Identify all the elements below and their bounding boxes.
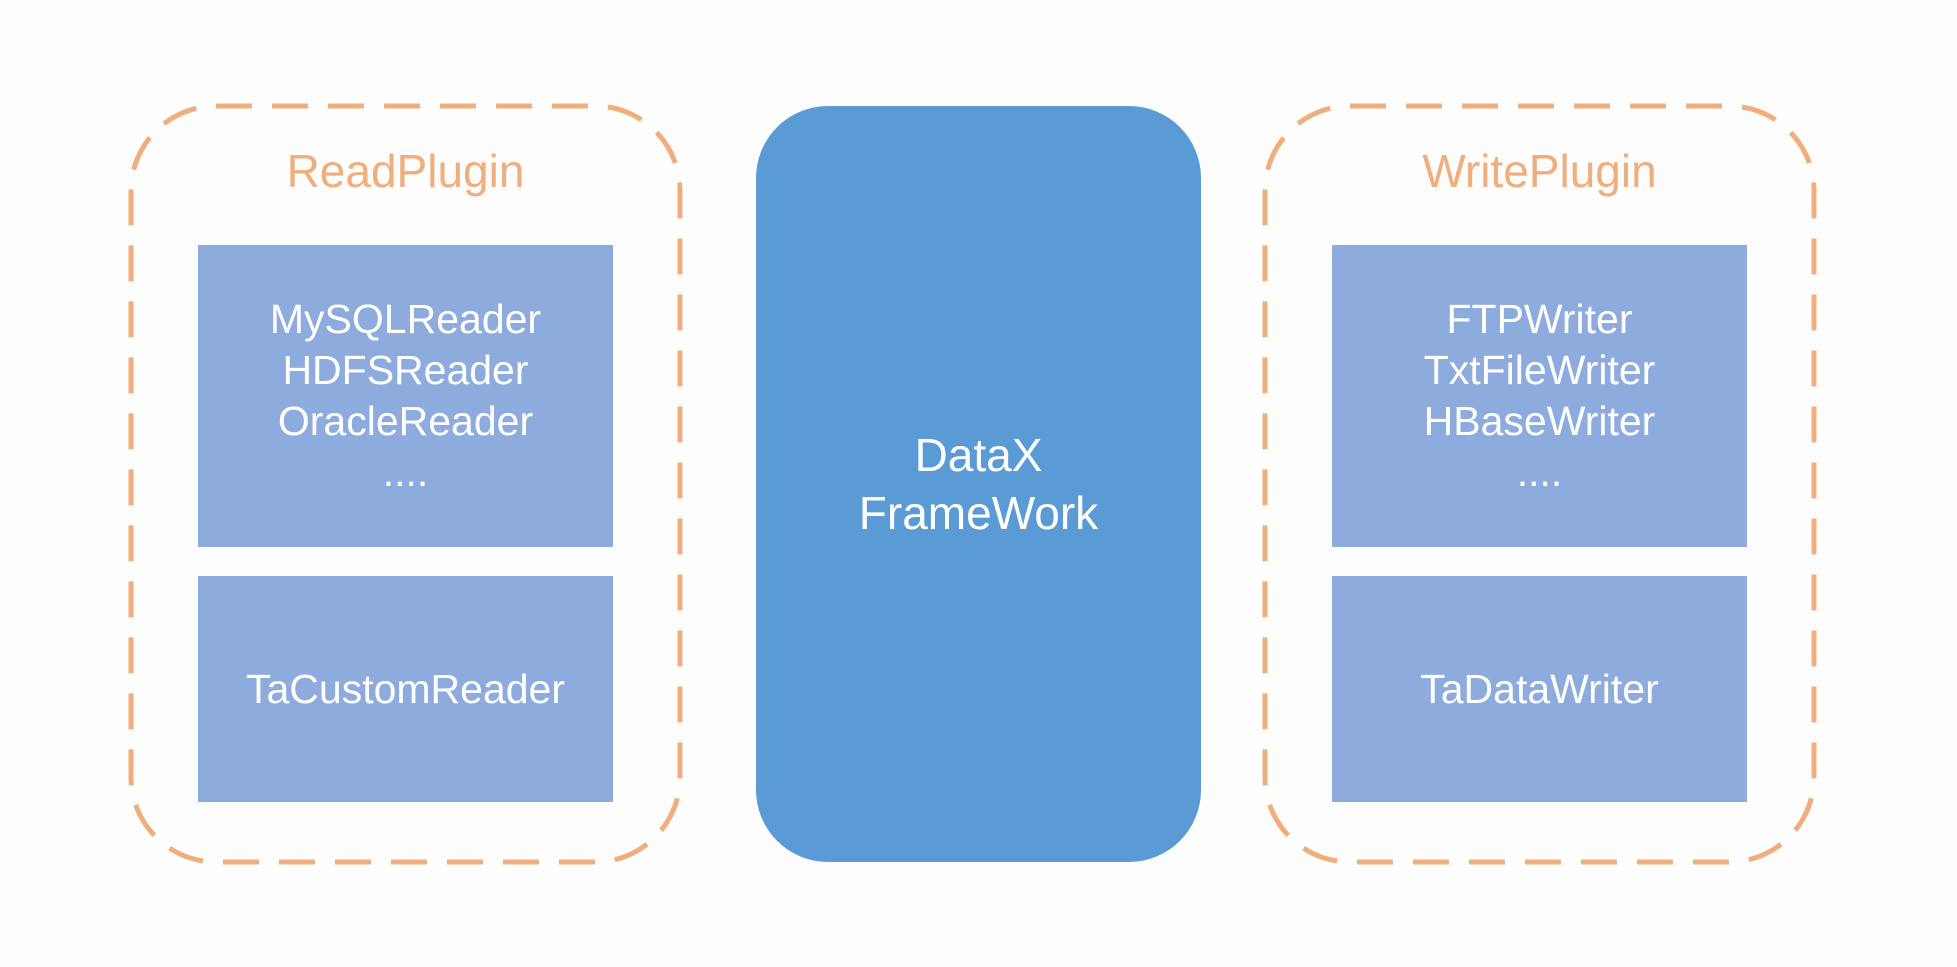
writer-item-txtfile: TxtFileWriter xyxy=(1423,347,1656,393)
custom-reader-box: TaCustomReader xyxy=(198,576,613,802)
writer-item-more: .... xyxy=(1516,449,1563,495)
read-plugin-border xyxy=(128,103,683,865)
custom-reader-label: TaCustomReader xyxy=(245,665,566,712)
write-plugin-title: WritePlugin xyxy=(1422,145,1657,197)
write-plugin-border xyxy=(1262,103,1817,865)
custom-writer-label: TaDataWriter xyxy=(1420,665,1659,712)
reader-list: MySQLReader HDFSReader OracleReader .... xyxy=(270,294,541,498)
writer-item-ftp: FTPWriter xyxy=(1446,296,1633,342)
read-plugin-title: ReadPlugin xyxy=(286,145,525,197)
datax-framework-box: DataX FrameWork xyxy=(756,106,1201,862)
reader-item-more: .... xyxy=(382,449,429,495)
framework-title-line2: FrameWork xyxy=(858,487,1099,539)
custom-writer-box: TaDataWriter xyxy=(1332,576,1747,802)
reader-item-mysql: MySQLReader xyxy=(269,296,542,342)
writer-list: FTPWriter TxtFileWriter HBaseWriter .... xyxy=(1424,294,1656,498)
writer-item-hbase: HBaseWriter xyxy=(1423,398,1656,444)
framework-title-line1: DataX xyxy=(914,429,1043,481)
reader-item-oracle: OracleReader xyxy=(277,398,534,444)
writer-list-box: FTPWriter TxtFileWriter HBaseWriter .... xyxy=(1332,245,1747,547)
reader-item-hdfs: HDFSReader xyxy=(282,347,529,393)
reader-list-box: MySQLReader HDFSReader OracleReader .... xyxy=(198,245,613,547)
